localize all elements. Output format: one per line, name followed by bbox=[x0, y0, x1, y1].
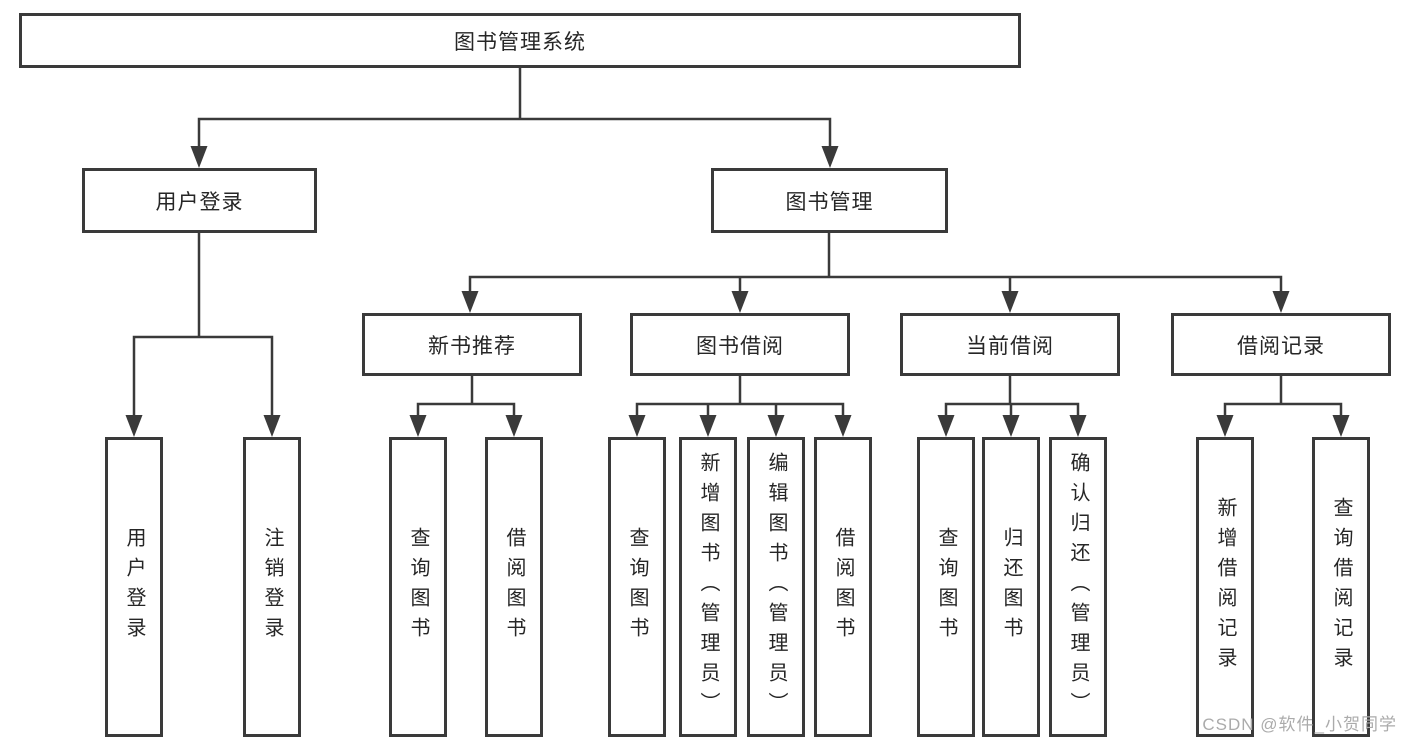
node-label: 用户登录 bbox=[123, 527, 145, 647]
node-leaf-add-books-admin: 新增图书（管理员） bbox=[679, 437, 737, 737]
node-label: 注销登录 bbox=[261, 527, 283, 647]
arrowhead bbox=[263, 415, 281, 437]
arrowhead bbox=[699, 415, 717, 437]
node-label: 新书推荐 bbox=[428, 334, 516, 358]
arrowhead bbox=[505, 415, 523, 437]
arrowhead bbox=[1332, 415, 1350, 437]
arrowhead bbox=[767, 415, 785, 437]
node-book-management: 图书管理 bbox=[711, 168, 948, 233]
node-label: 借阅图书 bbox=[503, 527, 525, 647]
node-current-borrow: 当前借阅 bbox=[900, 313, 1120, 376]
node-label: 新增图书（管理员） bbox=[697, 452, 719, 722]
node-label: 借阅图书 bbox=[832, 527, 854, 647]
node-book-borrow: 图书借阅 bbox=[630, 313, 850, 376]
arrowheads bbox=[125, 146, 1350, 437]
node-label: 查询图书 bbox=[935, 527, 957, 647]
node-leaf-query-books-current: 查询图书 bbox=[917, 437, 975, 737]
node-leaf-return-books: 归还图书 bbox=[982, 437, 1040, 737]
connector-lines bbox=[132, 66, 1343, 418]
connector-book-mgmt-branch bbox=[468, 231, 1283, 294]
connector-root-to-level2 bbox=[197, 66, 832, 149]
arrowhead bbox=[1272, 291, 1290, 313]
node-borrow-records: 借阅记录 bbox=[1171, 313, 1391, 376]
arrowhead bbox=[1216, 415, 1234, 437]
node-label: 确认归还（管理员） bbox=[1067, 452, 1089, 722]
node-label: 图书管理系统 bbox=[454, 30, 586, 54]
node-label: 查询图书 bbox=[626, 527, 648, 647]
connector-current-borrow-branch bbox=[944, 374, 1080, 418]
node-leaf-borrow-books-recommend: 借阅图书 bbox=[485, 437, 543, 737]
node-leaf-confirm-return-admin: 确认归还（管理员） bbox=[1049, 437, 1107, 737]
arrowhead bbox=[461, 291, 479, 313]
node-label: 当前借阅 bbox=[966, 334, 1054, 358]
node-label: 图书管理 bbox=[785, 190, 874, 214]
node-leaf-borrow-books: 借阅图书 bbox=[814, 437, 872, 737]
connector-user-login-branch bbox=[132, 231, 274, 418]
node-label: 编辑图书（管理员） bbox=[765, 452, 787, 722]
arrowhead bbox=[125, 415, 143, 437]
connector-book-borrow-branch bbox=[635, 374, 845, 418]
node-new-book-recommend: 新书推荐 bbox=[362, 313, 582, 376]
node-leaf-add-borrow-record: 新增借阅记录 bbox=[1196, 437, 1254, 737]
node-label: 用户登录 bbox=[155, 190, 244, 214]
arrowhead bbox=[1001, 291, 1019, 313]
arrowhead bbox=[937, 415, 955, 437]
arrowhead bbox=[1002, 415, 1020, 437]
node-leaf-query-borrow-record: 查询借阅记录 bbox=[1312, 437, 1370, 737]
arrowhead bbox=[731, 291, 749, 313]
node-label: 查询图书 bbox=[407, 527, 429, 647]
arrowhead bbox=[821, 146, 839, 168]
connector-new-book-branch bbox=[416, 374, 516, 418]
arrowhead bbox=[409, 415, 427, 437]
csdn-watermark: CSDN @软件_小贺同学 bbox=[1202, 715, 1397, 734]
node-label: 查询借阅记录 bbox=[1330, 497, 1352, 677]
arrowhead bbox=[1069, 415, 1087, 437]
arrowhead bbox=[628, 415, 646, 437]
node-leaf-query-books-recommend: 查询图书 bbox=[389, 437, 447, 737]
arrowhead bbox=[190, 146, 208, 168]
node-leaf-logout: 注销登录 bbox=[243, 437, 301, 737]
arrowhead bbox=[834, 415, 852, 437]
node-label: 新增借阅记录 bbox=[1214, 497, 1236, 677]
node-leaf-edit-books-admin: 编辑图书（管理员） bbox=[747, 437, 805, 737]
node-label: 借阅记录 bbox=[1237, 334, 1325, 358]
node-label: 图书借阅 bbox=[696, 334, 784, 358]
connector-borrow-records-branch bbox=[1223, 374, 1343, 418]
node-library-management-system: 图书管理系统 bbox=[19, 13, 1021, 68]
node-user-login: 用户登录 bbox=[82, 168, 317, 233]
node-label: 归还图书 bbox=[1000, 527, 1022, 647]
node-leaf-query-books-borrow: 查询图书 bbox=[608, 437, 666, 737]
node-leaf-user-login: 用户登录 bbox=[105, 437, 163, 737]
